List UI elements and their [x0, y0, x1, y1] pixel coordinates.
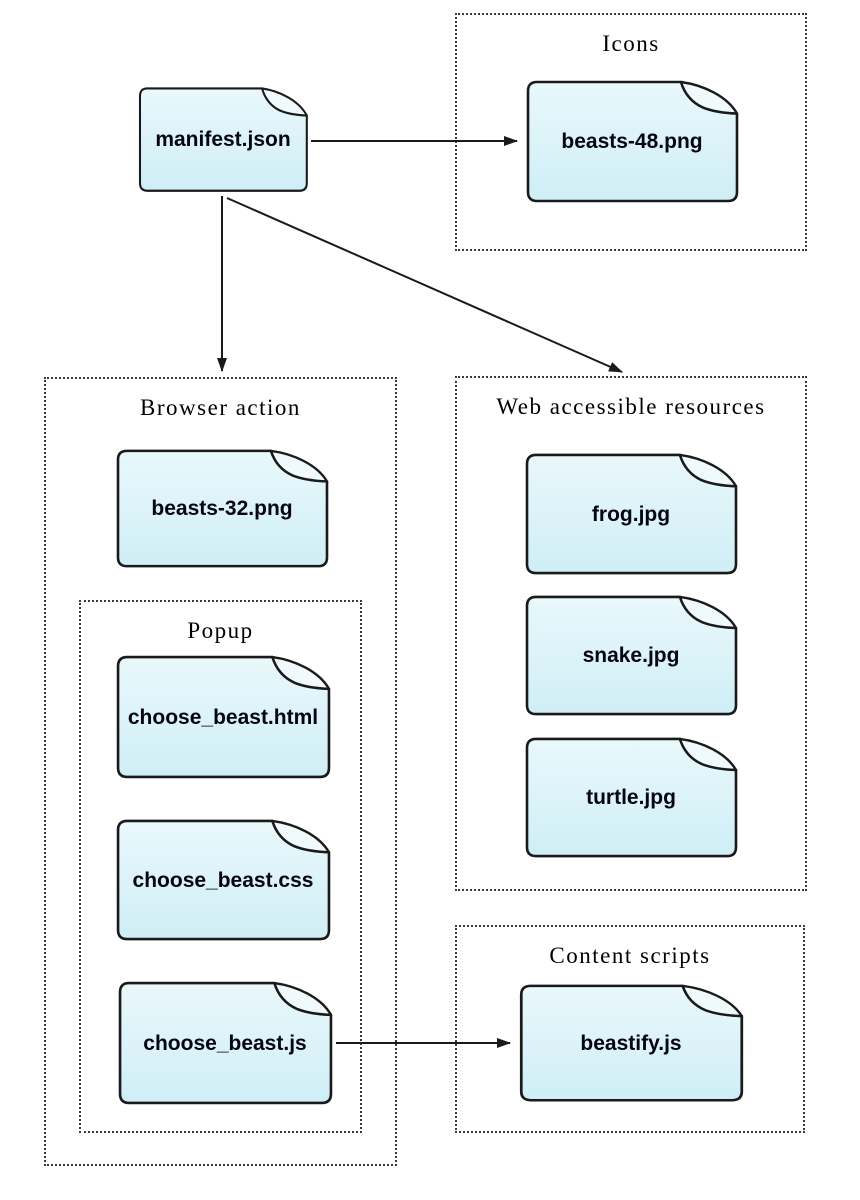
browser-action-group: Browser action [44, 377, 397, 1166]
document-icon [525, 595, 738, 716]
file-label-beastify: beastify.js [580, 1031, 682, 1055]
document-icon [525, 453, 738, 575]
file-node-beastify: beastify.js [516, 982, 746, 1105]
file-node-beasts48: beasts-48.png [523, 78, 741, 206]
file-label-snake: snake.jpg [582, 644, 680, 667]
file-label-beasts48: beasts-48.png [561, 130, 703, 153]
document-icon [116, 819, 331, 941]
icons-group-title: Icons [602, 31, 660, 56]
file-node-snake: snake.jpg [522, 593, 740, 719]
popup-group-title: Popup [187, 618, 254, 643]
document-icon [138, 87, 308, 192]
web-accessible-resources-group-title: Web accessible resources [496, 394, 766, 419]
file-label-choose-beast-js: choose_beast.js [143, 1031, 307, 1055]
web-accessible-resources-group: Web accessible resources [455, 376, 807, 891]
file-node-beasts32: beasts-32.png [113, 447, 331, 571]
content-scripts-group-title: Content scripts [549, 943, 711, 968]
file-node-choose-beast-css: choose_beast.css [113, 817, 333, 944]
document-icon [526, 80, 739, 203]
file-node-frog: frog.jpg [522, 451, 740, 578]
file-node-manifest: manifest.json [136, 85, 310, 195]
file-label-turtle: turtle.jpg [586, 786, 676, 809]
file-node-choose-beast-js: choose_beast.js [115, 979, 335, 1108]
popup-group: Popup [79, 600, 362, 1133]
browser-action-group-title: Browser action [140, 395, 301, 420]
document-icon [118, 981, 333, 1105]
document-icon [116, 655, 331, 779]
document-icon [116, 449, 329, 568]
file-label-choose-beast-html: choose_beast.html [127, 705, 319, 729]
content-scripts-group: Content scripts [455, 925, 805, 1133]
document-icon [519, 984, 744, 1102]
file-node-choose-beast-html: choose_beast.html [113, 653, 333, 782]
file-node-turtle: turtle.jpg [522, 735, 740, 861]
file-label-choose-beast-css: choose_beast.css [132, 868, 314, 892]
icons-group: Icons [455, 13, 807, 251]
file-label-manifest: manifest.json [155, 128, 291, 151]
document-icon [525, 737, 738, 858]
file-label-beasts32: beasts-32.png [151, 497, 293, 520]
file-label-frog: frog.jpg [591, 502, 671, 526]
